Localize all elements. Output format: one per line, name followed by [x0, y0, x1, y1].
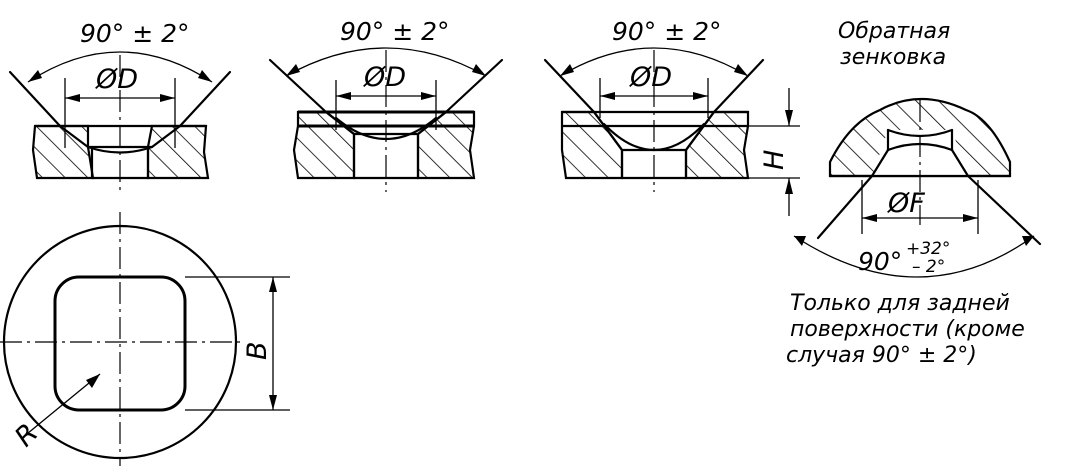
plate-section-left: [31, 124, 95, 180]
plate-section-right: [416, 110, 476, 180]
back-countersink-view: Обратная зенковка ØF 90° +32° – 2°: [793, 19, 1042, 278]
back-countersink-title-line2: зенковка: [840, 45, 946, 70]
diameter-label-3: ØD: [629, 62, 672, 93]
countersink-view-3: 90° ± 2° ØD: [543, 17, 765, 192]
back-angle-main: 90°: [858, 247, 902, 276]
note-line2: поверхности (кроме: [790, 317, 1025, 342]
back-diameter-label: ØF: [887, 188, 925, 219]
plate-section-left: [560, 110, 624, 180]
thickness-dimension: H: [748, 88, 800, 216]
angle-label-2: 90° ± 2°: [340, 17, 450, 46]
plate-section-left: [292, 110, 356, 180]
diameter-label-2: ØD: [363, 62, 406, 93]
back-angle-plus: +32°: [906, 239, 950, 259]
radius-label: R: [9, 418, 44, 453]
note-line3: случая 90° ± 2°): [786, 343, 977, 368]
plate-section-right: [146, 124, 210, 180]
back-surface-note: Только для задней поверхности (кроме слу…: [786, 291, 1025, 368]
back-countersink-title-line1: Обратная: [838, 19, 950, 44]
countersink-view-1: 90° ± 2° ØD: [8, 19, 232, 190]
thickness-label: H: [759, 150, 790, 170]
side-label: B: [242, 341, 273, 360]
note-line1: Только для задней: [790, 291, 1010, 316]
square-hole-view: B R: [0, 212, 290, 466]
diameter-label-1: ØD: [95, 64, 138, 95]
back-angle-minus: – 2°: [912, 257, 945, 277]
plate-section-right: [684, 110, 750, 180]
angle-label-3: 90° ± 2°: [612, 17, 722, 46]
angle-label-1: 90° ± 2°: [80, 19, 190, 48]
countersink-view-2: 90° ± 2° ØD: [268, 17, 504, 192]
